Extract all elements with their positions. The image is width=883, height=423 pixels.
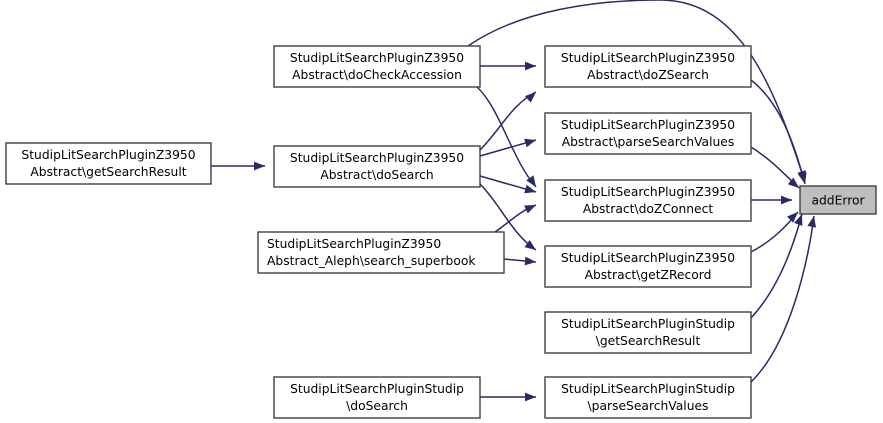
- node-search-superbook-box[interactable]: [257, 231, 505, 274]
- arrowhead-dozconnect-b: [524, 184, 536, 194]
- edge-parsesearchvalues-studip-to-adderror: [750, 215, 815, 383]
- arrowhead-dosearch: [254, 161, 265, 171]
- node-getsearchresult-z3950-label-line1: StudipLitSearchPluginZ3950: [21, 148, 195, 162]
- arrowhead-adderror-left-a: [787, 177, 799, 188]
- node-dozsearch-label-line1: StudipLitSearchPluginZ3950: [561, 51, 735, 65]
- arrowhead-dozsearch-a: [525, 61, 536, 71]
- node-getsearchresult-z3950[interactable]: StudipLitSearchPluginZ3950Abstract\getSe…: [5, 142, 212, 185]
- node-dozconnect-box[interactable]: [544, 179, 752, 222]
- edge-docheckaccession-to-dozconnect: [476, 86, 537, 188]
- node-docheckaccession-box[interactable]: [273, 45, 481, 88]
- node-adderror-label: addError: [811, 194, 865, 208]
- node-dozsearch-label-line2: Abstract\doZSearch: [587, 68, 709, 82]
- arrowhead-adderror-left-c: [787, 212, 798, 223]
- arrowhead-getzrecord-a: [524, 239, 536, 250]
- node-parsesearchvalues-z3950-box[interactable]: [544, 112, 752, 155]
- node-dozsearch[interactable]: StudipLitSearchPluginZ3950Abstract\doZSe…: [544, 45, 752, 88]
- node-dozconnect-label-line1: StudipLitSearchPluginZ3950: [561, 185, 735, 199]
- node-adderror[interactable]: addError: [799, 185, 877, 215]
- arrowhead-adderror-left-b: [781, 195, 792, 205]
- node-search-superbook-label-line1: StudipLitSearchPluginZ3950: [267, 237, 441, 251]
- node-getzrecord-label-line1: StudipLitSearchPluginZ3950: [561, 251, 735, 265]
- node-layer: StudipLitSearchPluginZ3950Abstract\getSe…: [5, 45, 877, 419]
- node-parsesearchvalues-studip[interactable]: StudipLitSearchPluginStudip \parseSearchV…: [544, 376, 752, 419]
- arrowhead-adderror-bot-b: [807, 216, 817, 228]
- node-parsesearchvalues-z3950-label-line2: Abstract\parseSearchValues: [562, 135, 735, 149]
- edge-docheckaccession-to-adderror: [467, 0, 806, 183]
- node-getsearchresult-z3950-label-line2: Abstract\getSearchResult: [30, 165, 186, 179]
- arrowhead-layer: [254, 61, 817, 402]
- node-dosearch-z3950-label-line2: Abstract\doSearch: [320, 168, 433, 182]
- node-getzrecord-label-line2: Abstract\getZRecord: [585, 268, 712, 282]
- node-parsesearchvalues-z3950-label-line1: StudipLitSearchPluginZ3950: [561, 118, 735, 132]
- arrowhead-dozsearch-b: [524, 92, 536, 103]
- node-parsesearchvalues-z3950[interactable]: StudipLitSearchPluginZ3950Abstract\parse…: [544, 112, 752, 155]
- node-getsearchresult-studip-label-line2: \getSearchResult: [596, 334, 701, 348]
- node-dosearch-studip-label-line1: StudipLitSearchPluginStudip: [290, 382, 464, 396]
- node-dozconnect[interactable]: StudipLitSearchPluginZ3950Abstract\doZCo…: [544, 179, 752, 222]
- node-getsearchresult-z3950-box[interactable]: [5, 142, 212, 185]
- node-search-superbook[interactable]: StudipLitSearchPluginZ3950Abstract_Aleph…: [257, 231, 505, 274]
- node-getzrecord-box[interactable]: [544, 245, 752, 288]
- node-getsearchresult-studip-box[interactable]: [544, 311, 752, 354]
- arrowhead-adderror-bot-a: [794, 214, 803, 226]
- arrowhead-dozconnect-c: [524, 205, 536, 214]
- node-dosearch-z3950[interactable]: StudipLitSearchPluginZ3950Abstract\doSea…: [273, 145, 481, 188]
- arrowhead-parsesearchvalues-s: [525, 392, 536, 402]
- node-dosearch-studip-box[interactable]: [273, 376, 481, 419]
- node-getsearchresult-studip[interactable]: StudipLitSearchPluginStudip \getSearchRes…: [544, 311, 752, 354]
- arrowhead-adderror-top-b: [798, 172, 807, 184]
- arrowhead-parsesearchvalues-z: [524, 138, 536, 148]
- node-dozsearch-box[interactable]: [544, 45, 752, 88]
- node-adderror-box[interactable]: [799, 185, 877, 215]
- node-getsearchresult-studip-label-line1: StudipLitSearchPluginStudip: [561, 317, 735, 331]
- node-dosearch-z3950-label-line1: StudipLitSearchPluginZ3950: [290, 151, 464, 165]
- arrowhead-getzrecord-b: [524, 256, 536, 266]
- node-docheckaccession-label-line2: Abstract\doCheckAccession: [292, 68, 462, 82]
- node-docheckaccession[interactable]: StudipLitSearchPluginZ3950Abstract\doChe…: [273, 45, 481, 88]
- node-parsesearchvalues-studip-label-line1: StudipLitSearchPluginStudip: [561, 382, 735, 396]
- node-docheckaccession-label-line1: StudipLitSearchPluginZ3950: [290, 51, 464, 65]
- node-dosearch-studip-label-line2: \doSearch: [346, 399, 408, 413]
- node-dosearch-studip[interactable]: StudipLitSearchPluginStudip \doSearch: [273, 376, 481, 419]
- node-getzrecord[interactable]: StudipLitSearchPluginZ3950Abstract\getZR…: [544, 245, 752, 288]
- arrowhead-dozconnect-a: [526, 175, 536, 187]
- node-parsesearchvalues-studip-label-line2: \parseSearchValues: [588, 399, 709, 413]
- node-search-superbook-label-line2: Abstract_Aleph\search_superbook: [267, 254, 476, 268]
- node-dozconnect-label-line2: Abstract\doZConnect: [583, 202, 714, 216]
- node-dosearch-z3950-box[interactable]: [273, 145, 481, 188]
- node-parsesearchvalues-studip-box[interactable]: [544, 376, 752, 419]
